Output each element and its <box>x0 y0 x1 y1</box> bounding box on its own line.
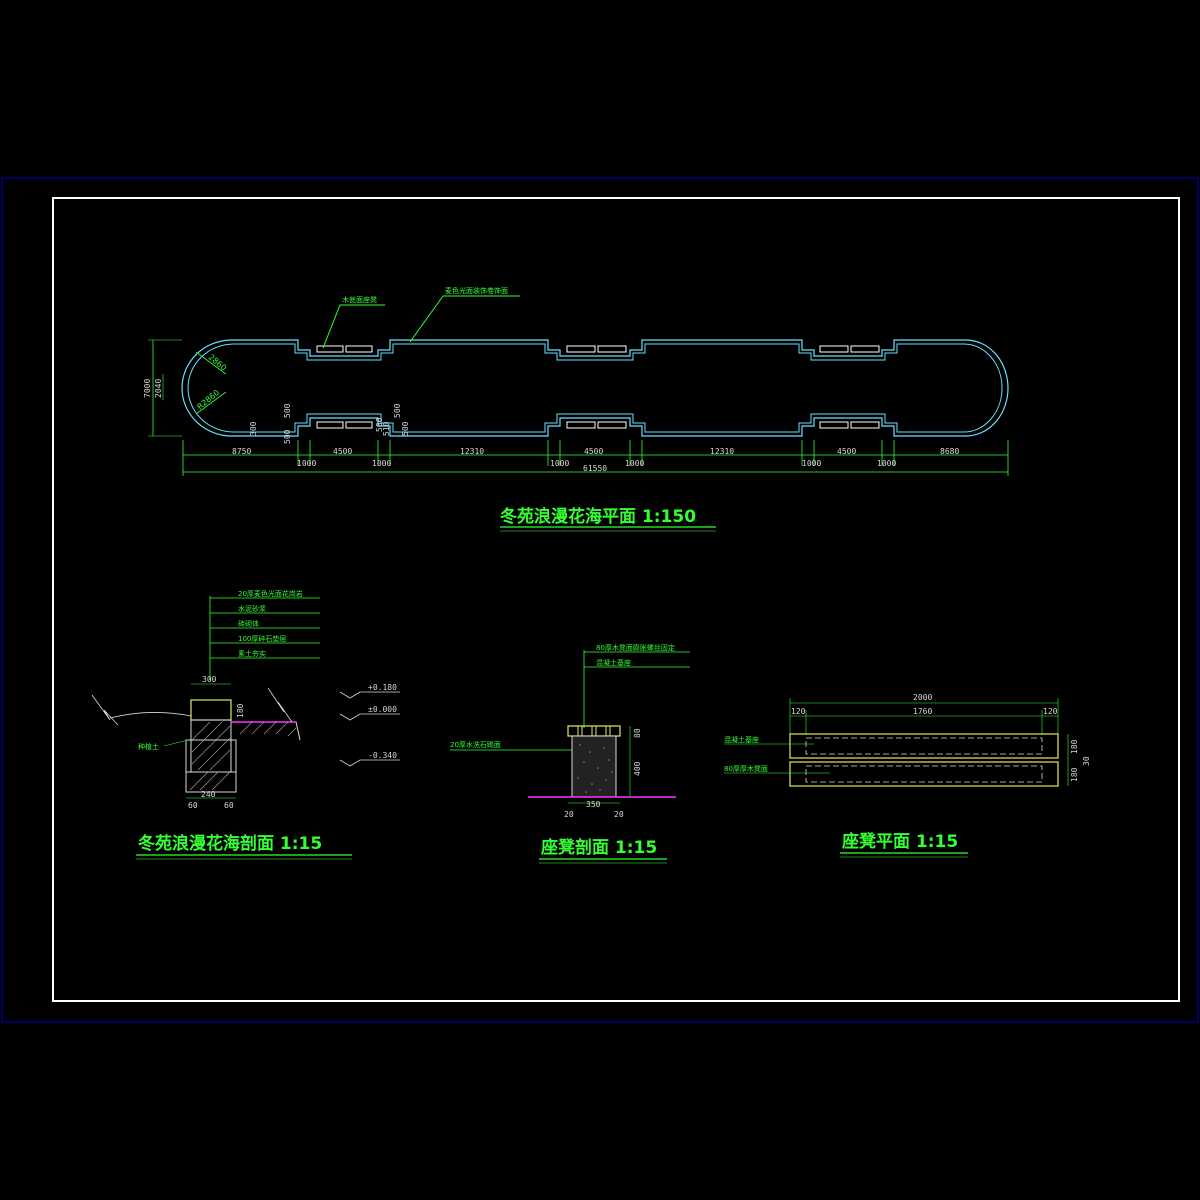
dim-4500-c: 4500 <box>837 447 856 456</box>
dim-small-5: 510 <box>382 421 391 436</box>
bench-plan-title: 座凳平面 1:15 <box>842 831 958 852</box>
dim-1000-e: 1000 <box>802 459 821 468</box>
bench-plan: 2000 120 1760 120 混凝土基座 80厚厚木凳面 180 180 … <box>724 693 1091 858</box>
elevation-marks <box>339 691 400 767</box>
bench-section-title: 座凳剖面 1:15 <box>541 837 657 858</box>
dim-12310-a: 12310 <box>460 447 484 456</box>
dim-1000-d: 1000 <box>625 459 644 468</box>
bench-dim-20-a: 20 <box>564 810 574 819</box>
bench-base <box>571 735 617 798</box>
dim-12310-b: 12310 <box>710 447 734 456</box>
plan-title: 冬苑浪漫花海平面 1:150 <box>500 506 696 527</box>
bench-plan-dim-30: 30 <box>1082 756 1091 766</box>
dim-1000-c: 1000 <box>550 459 569 468</box>
elev-2: ±0.000 <box>368 705 397 714</box>
bench-plan-label-1: 混凝土基座 <box>724 735 759 744</box>
bench-section: 80厚木凳面膨胀螺丝固定 混凝土基座 20厚水洗石踢面 80 400 350 2… <box>450 643 690 864</box>
layer-5: 素土夯实 <box>238 649 266 658</box>
dim-4500-b: 4500 <box>584 447 603 456</box>
layer-leader-lines <box>210 597 320 659</box>
label-paving: 麦色光面装饰卷饰面 <box>445 286 508 295</box>
bench-dim-80: 80 <box>633 728 642 738</box>
dim-60-b: 60 <box>224 801 234 810</box>
soil-hatch <box>239 721 297 737</box>
bench-plan-dim-ticks <box>789 698 1059 734</box>
dim-1000-a: 1000 <box>297 459 316 468</box>
bench-plan-dim-2000: 2000 <box>913 693 932 702</box>
bench-label-side: 20厚水洗石踢面 <box>450 740 501 749</box>
bench-plan-dim-180-b: 180 <box>1070 767 1079 782</box>
layer-1: 20厚麦色光面花岗岩 <box>238 589 303 598</box>
section-title: 冬苑浪漫花海剖面 1:15 <box>138 833 322 854</box>
inner-frame <box>52 197 1180 1002</box>
curb-body <box>190 719 232 773</box>
soil-right <box>231 721 301 741</box>
bench-dim-400: 400 <box>633 761 642 776</box>
radius-line-lower <box>195 391 227 415</box>
dim-60-a: 60 <box>188 801 198 810</box>
bench-plan-slab-2 <box>789 761 1059 787</box>
dim-small-7: 500 <box>401 421 410 436</box>
bench-plan-base-1 <box>805 737 1043 755</box>
soil-curve-left <box>109 712 192 719</box>
layer-3: 砖砌体 <box>238 619 259 628</box>
bench-plan-label-2: 80厚厚木凳面 <box>724 764 768 773</box>
dim-left-7000: 7000 <box>143 379 152 398</box>
elev-3: -0.340 <box>368 751 397 760</box>
dim-total: 61550 <box>583 464 607 473</box>
bench-plan-slab-1 <box>789 733 1059 759</box>
dim-1000-f: 1000 <box>877 459 896 468</box>
radius-line-upper <box>195 351 227 375</box>
layer-4: 100厚碎石垫层 <box>238 634 286 643</box>
plan-outline-inner <box>187 343 1003 433</box>
elev-1: +0.180 <box>368 683 397 692</box>
dim-180: 180 <box>236 703 245 718</box>
dim-4500-a: 4500 <box>333 447 352 456</box>
leader-paving <box>409 295 520 343</box>
radius-lower: R2860 <box>196 388 222 412</box>
break-right <box>267 687 293 723</box>
outer-frame <box>1 177 1199 1023</box>
soil-leader <box>163 739 189 747</box>
bench-plan-dim-120-a: 120 <box>791 707 806 716</box>
bench-plan-base-2 <box>805 765 1043 783</box>
leader-bench <box>322 304 385 349</box>
dim-small-6: 500 <box>393 403 402 418</box>
label-bench: 木瓮面座凳 <box>342 295 377 304</box>
bench-base-speckle <box>577 744 613 793</box>
bench-dim-350: 350 <box>586 800 601 809</box>
bench-seat <box>567 725 621 737</box>
dim-small-2: 500 <box>283 403 292 418</box>
curb-hatch <box>189 721 231 791</box>
bench-dim-20-b: 20 <box>614 810 624 819</box>
bench-plan-dim-1760: 1760 <box>913 707 932 716</box>
bench-label-top2: 混凝土基座 <box>596 658 631 667</box>
curb-gravel <box>185 771 237 793</box>
plan-dimension-lines <box>182 440 1009 476</box>
curb-cap <box>190 699 232 721</box>
plan-benches <box>316 345 880 429</box>
dim-8680: 8680 <box>940 447 959 456</box>
dim-small-3: 500 <box>283 429 292 444</box>
bench-plan-dim-120-b: 120 <box>1043 707 1058 716</box>
bench-label-top: 80厚木凳面膨胀螺丝固定 <box>596 643 675 652</box>
dim-1000-b: 1000 <box>372 459 391 468</box>
dim-small-4: 500 <box>375 417 384 432</box>
layer-2: 水泥砂浆 <box>238 604 266 613</box>
soil-label: 种植土 <box>138 742 159 751</box>
bench-seat-ends <box>567 725 621 737</box>
plan-outline-outer <box>181 339 1009 437</box>
dim-300: 300 <box>202 675 217 684</box>
flower-sea-section: 20厚麦色光面花岗岩 水泥砂浆 砖砌体 100厚碎石垫层 素土夯实 种植土 <box>91 589 400 860</box>
dim-left-2040: 2040 <box>154 379 163 398</box>
bench-plan-dim-180-a: 180 <box>1070 739 1079 754</box>
dim-small-1: 300 <box>249 421 258 436</box>
dim-240: 240 <box>201 790 216 799</box>
break-left <box>91 694 119 726</box>
flower-sea-plan: 木瓮面座凳 麦色光面装饰卷饰面 2860 R2860 7000 2040 300… <box>143 286 1009 532</box>
dim-8750: 8750 <box>232 447 251 456</box>
